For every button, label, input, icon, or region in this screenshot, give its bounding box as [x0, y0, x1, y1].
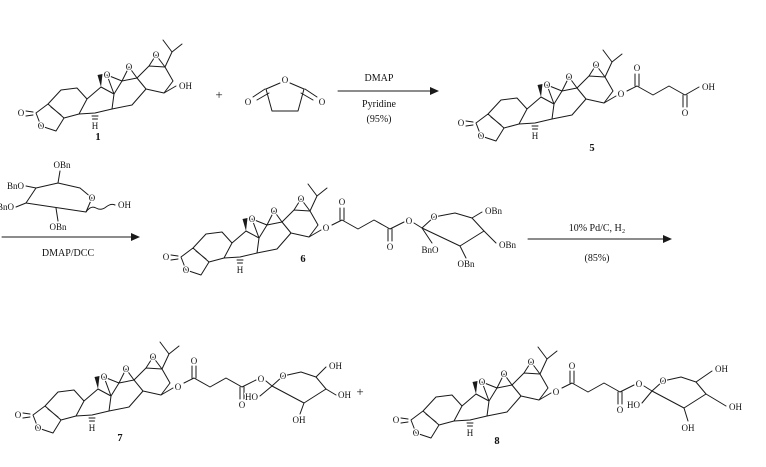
sugar-substituent-bonds — [259, 366, 337, 415]
ester-o-label: O — [323, 223, 330, 233]
plus-sign: + — [356, 384, 363, 399]
anhydride-ring-o-label: O — [282, 75, 289, 85]
triptolide-core — [456, 48, 624, 143]
sugar-ring-bonds — [25, 182, 93, 213]
hydroxyl-label: HO — [245, 392, 258, 402]
anhydride-bonds — [252, 82, 318, 112]
arrowhead-icon — [131, 233, 140, 241]
carbonyl-o-label: O — [617, 405, 624, 415]
ester-o-label: O — [618, 89, 625, 99]
sugar-substituent-bonds — [641, 370, 727, 422]
sugar-ring-o-label: O — [89, 193, 96, 203]
succinate-chain-bonds — [308, 207, 423, 242]
obn-label: OBn — [485, 206, 503, 216]
succinate-chain-bonds — [538, 370, 653, 405]
reagent-dmap: DMAP — [365, 73, 394, 84]
acid-oh-label: OH — [702, 82, 715, 92]
carbonyl-o-label: O — [634, 63, 641, 73]
sugar-ring-o-label: O — [280, 371, 287, 381]
triptolide-core — [16, 38, 184, 133]
anhydride-carbonyl-o-label: O — [245, 97, 252, 107]
triptolide-core — [13, 340, 181, 435]
anomeric-wavy-bond — [85, 203, 116, 213]
succinate-chain-bonds — [603, 73, 700, 108]
hydroxyl-label: OH — [179, 81, 192, 91]
compound-7-number: 7 — [117, 433, 122, 444]
glycosidic-o-label: O — [258, 374, 265, 384]
bno-label: BnO — [421, 245, 439, 255]
succinic-anhydride: O O O — [244, 74, 327, 112]
carbonyl-o-label: O — [682, 108, 689, 118]
compound-7: O O O O O OH OH OH HO 7 — [13, 340, 353, 445]
carbonyl-o-label: O — [569, 361, 576, 371]
sugar-ring-o-label: O — [431, 212, 438, 222]
obn-label: OBn — [49, 222, 67, 232]
ester-o-label: O — [175, 382, 182, 392]
c14-oh-bond — [163, 85, 177, 94]
sugar-ring-o-label: O — [660, 376, 667, 386]
carbonyl-o-label: O — [191, 356, 198, 366]
hydroxyl-label: OH — [329, 361, 342, 371]
arrow-step-1: DMAP Pyridine (95%) — [337, 72, 439, 126]
triptolide-core — [391, 345, 559, 440]
succinate-chain-bonds — [160, 365, 273, 400]
reagent-dmap-dcc: DMAP/DCC — [42, 248, 95, 259]
bno-label: BnO — [0, 202, 14, 212]
obn-label: OBn — [499, 240, 517, 250]
ester-o-label: O — [553, 387, 560, 397]
hydroxyl-label: OH — [338, 390, 351, 400]
hydroxyl-label: HO — [627, 400, 640, 410]
carbonyl-o-label: O — [387, 242, 394, 252]
carbonyl-o-label: O — [339, 197, 346, 207]
compound-1: OH 1 — [16, 38, 194, 144]
sugar-substituent-bonds — [421, 211, 497, 259]
hydroxyl-label: OH — [715, 364, 728, 374]
arrowhead-icon — [430, 87, 439, 95]
obn-label: OBn — [53, 160, 71, 170]
compound-6-number: 6 — [300, 254, 305, 265]
arrowhead-icon — [663, 235, 672, 243]
yield-95: (95%) — [367, 114, 392, 125]
hydroxyl-label: OH — [682, 423, 695, 433]
yield-85: (85%) — [585, 253, 610, 264]
obn-label: OBn — [457, 259, 475, 269]
anomeric-oh-label: OH — [118, 200, 131, 210]
reagent-pd-c-h2: 10% Pd/C, H₂ — [569, 223, 626, 234]
glycosyl-donor: OBn BnO BnO OBn O OH — [0, 159, 133, 234]
carbonyl-o-label: O — [239, 400, 246, 410]
glycosidic-o-label: O — [406, 216, 413, 226]
arrow-step-3: 10% Pd/C, H₂ (85%) — [527, 222, 672, 265]
anhydride-carbonyl-o-label: O — [319, 97, 326, 107]
sugar-substituent-bonds — [15, 170, 61, 222]
plus-sign: + — [215, 87, 222, 102]
hydroxyl-label: OH — [729, 402, 742, 412]
bno-label: BnO — [7, 181, 25, 191]
arrow-step-2: DMAP/DCC — [1, 233, 140, 260]
compound-5-number: 5 — [589, 143, 594, 154]
compound-8-number: 8 — [494, 436, 499, 447]
compound-5: O O O OH 5 — [456, 48, 717, 155]
hydroxyl-label: OH — [293, 415, 306, 425]
compound-1-number: 1 — [95, 132, 100, 143]
compound-6: O O O O O OBn OBn OBn BnO 6 — [161, 182, 518, 277]
compound-8: O O O O O OH OH OH HO 8 — [391, 345, 744, 448]
glycosidic-o-label: O — [636, 379, 643, 389]
solvent-pyridine: Pyridine — [362, 99, 396, 110]
